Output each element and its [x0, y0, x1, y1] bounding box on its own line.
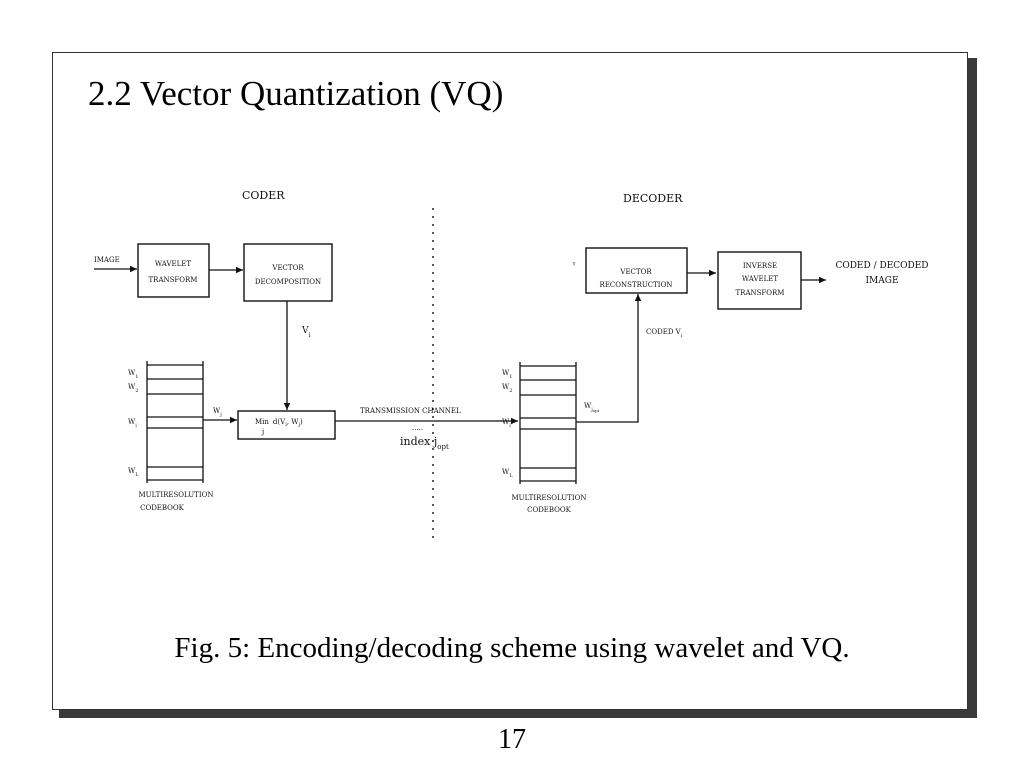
left-codebook-entry-wl: WL [128, 467, 139, 478]
coded-vi-label: CODED Vi [646, 328, 683, 339]
decoder-heading: DECODER [623, 192, 683, 205]
inverse-wavelet-label-line3: TRANSFORM [736, 289, 785, 297]
slide-title: 2.2 Vector Quantization (VQ) [88, 74, 504, 113]
vector-decomposition-label-line1: VECTOR [271, 264, 304, 272]
right-codebook-label-line2: CODEBOOK [527, 506, 572, 514]
right-codebook-entry-wi: Wi [502, 418, 511, 429]
vi-label: Vi [301, 326, 311, 339]
left-codebook-entry-w2: W2 [128, 383, 138, 394]
left-codebook-entry-wi: Wi [128, 418, 137, 429]
wavelet-transform-box [137, 243, 210, 298]
image-input-label: IMAGE [94, 256, 120, 264]
left-codebook-label-line1: MULTIRESOLUTION [139, 491, 214, 499]
reconstruction-side-mark: ᵛ̄ [572, 262, 576, 270]
figure-caption: Fig. 5: Encoding/decoding scheme using w… [174, 632, 850, 664]
right-codebook [519, 362, 577, 484]
wjopt-to-reconstruction-arrow [576, 294, 642, 423]
right-codebook-entry-w1: W1 [502, 369, 512, 380]
page-number: 17 [498, 724, 526, 755]
min-distance-subscript: j [261, 428, 264, 436]
min-distance-box [237, 410, 336, 440]
wjopt-label: Wjopt [584, 402, 600, 413]
transmission-channel-label: TRANSMISSION CHANNEL [360, 407, 461, 415]
inverse-wavelet-label-line1: INVERSE [743, 262, 777, 270]
wj-label: Wj [213, 407, 222, 418]
left-codebook-entry-w1: W1 [128, 369, 138, 380]
output-label-line2: IMAGE [865, 276, 898, 286]
slide-frame [52, 52, 968, 710]
right-codebook-label-line1: MULTIRESOLUTION [512, 494, 587, 502]
index-jopt-label: index jopt [400, 435, 449, 451]
wavelet-transform-label-line1: WAVELET [155, 260, 191, 268]
vector-reconstruction-box [585, 247, 688, 294]
left-codebook-label-line2: CODEBOOK [140, 504, 185, 512]
vector-reconstruction-label-line2: RECONSTRUCTION [600, 281, 673, 289]
coder-heading: CODER [242, 189, 285, 202]
output-label-line1: CODED / DECODED [835, 261, 928, 271]
right-codebook-entry-w2: W2 [502, 383, 512, 394]
vector-decomposition-box [243, 243, 333, 302]
channel-dots: ..... [412, 424, 423, 432]
inverse-wavelet-label-line2: WAVELET [742, 275, 778, 283]
wavelet-transform-label-line2: TRANSFORM [149, 276, 198, 284]
left-codebook [146, 361, 204, 483]
right-codebook-entry-wl: WL [502, 468, 513, 479]
vector-decomposition-label-line2: DECOMPOSITION [255, 278, 321, 286]
vector-reconstruction-label-line1: VECTOR [619, 268, 652, 276]
